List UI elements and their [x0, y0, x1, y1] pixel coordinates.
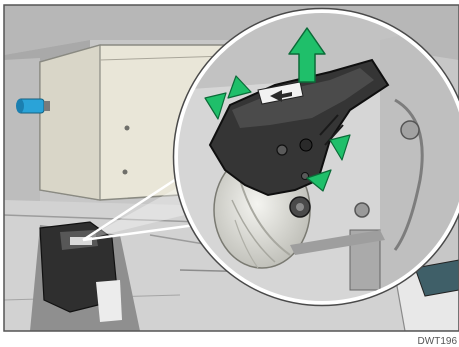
gear	[290, 197, 310, 217]
blue-knob	[16, 99, 50, 113]
figure-code: DWT196	[418, 336, 457, 347]
